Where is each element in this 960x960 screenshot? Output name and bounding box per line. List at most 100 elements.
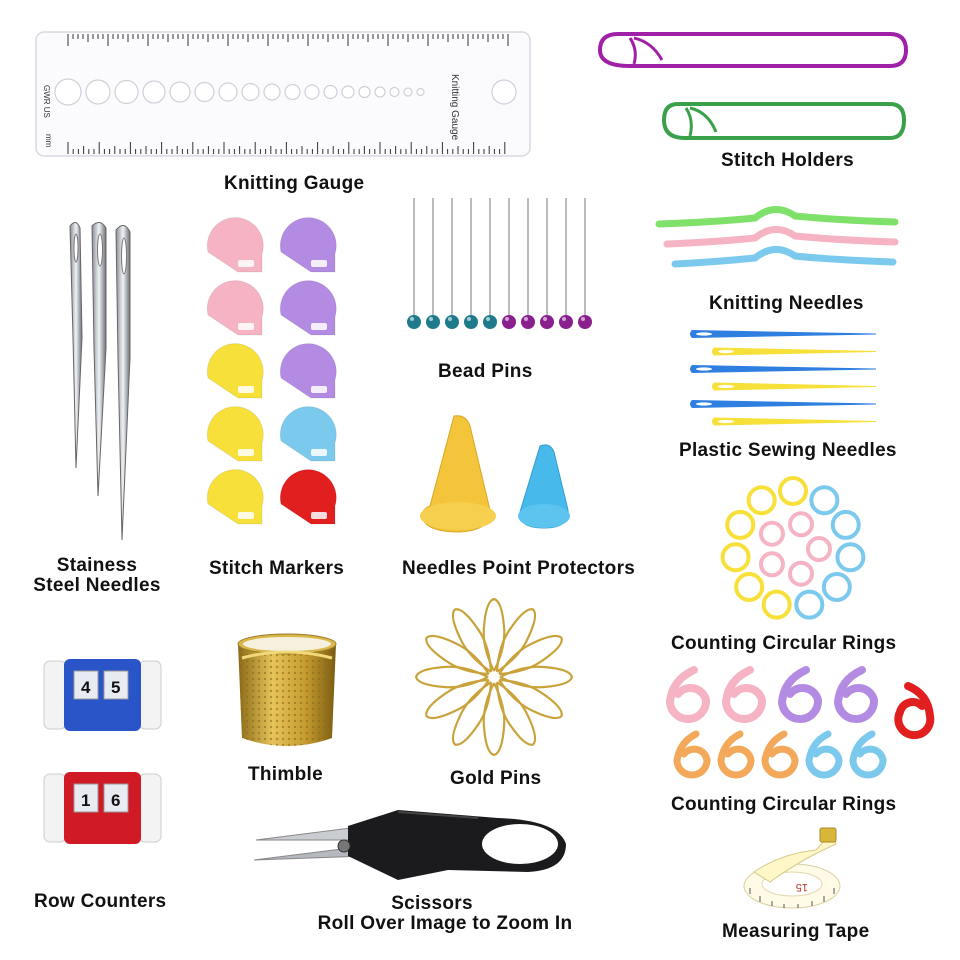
gauge-hole: [341, 85, 355, 99]
label-thimble: Thimble: [248, 764, 323, 785]
plastic-needle: [690, 330, 876, 338]
counting-rings-1-image: [718, 474, 868, 624]
plastic-needle: [690, 365, 876, 373]
row-counter-1-digit-1: 4: [81, 678, 91, 697]
stitch-marker: [206, 406, 264, 462]
gold-pin: [482, 597, 506, 672]
bead-pin-head: [521, 315, 535, 329]
counting-ring: [788, 511, 815, 538]
counting-ring: [809, 485, 840, 516]
split-ring: [717, 730, 755, 779]
stitch-marker: [279, 469, 337, 525]
counting-ring: [821, 571, 852, 602]
label-measuring-tape: Measuring Tape: [722, 921, 870, 942]
counting-ring: [761, 589, 792, 620]
row-counter-2-digit-2: 6: [111, 791, 120, 810]
gold-pin: [482, 682, 506, 757]
tape-number: 15: [796, 881, 808, 893]
bead-pin-head: [559, 315, 573, 329]
label-steel-needles-line1: Stainess: [56, 555, 138, 576]
stitch-markers-image: [198, 217, 358, 530]
bead-pin-head: [578, 315, 592, 329]
label-stitch-markers: Stitch Markers: [209, 558, 345, 579]
counting-ring: [758, 520, 785, 547]
bead-pin-head: [502, 315, 516, 329]
gauge-hole: [218, 82, 238, 102]
label-stitch-holders: Stitch Holders: [721, 150, 854, 171]
row-counter-1-digit-2: 5: [111, 678, 120, 697]
stitch-marker: [206, 217, 264, 273]
plastic-sewing-needles-image: [688, 322, 888, 432]
counting-ring: [734, 571, 765, 602]
stitch-marker: [279, 406, 337, 462]
gauge-hole: [416, 87, 425, 97]
counting-ring: [758, 551, 785, 578]
gauge-hole: [114, 79, 139, 105]
gauge-bottom-units: mm: [44, 134, 53, 148]
split-ring: [665, 666, 711, 724]
stitch-marker: [206, 280, 264, 336]
gauge-hole: [304, 84, 320, 100]
gold-pins-image: [404, 592, 584, 762]
gauge-hole: [54, 78, 82, 106]
label-row-counters: Row Counters: [34, 891, 167, 912]
row-counter-1: 4 5: [40, 655, 165, 735]
gauge-hole: [491, 79, 517, 105]
label-knitting-needles: Knitting Needles: [709, 293, 864, 314]
label-bead-pins: Bead Pins: [438, 361, 533, 382]
knitting-needles-image: [655, 196, 905, 281]
bead-pin-head: [483, 315, 497, 329]
measuring-tape-image: 15: [740, 824, 860, 916]
counting-ring: [778, 476, 808, 506]
gauge-hole: [241, 82, 260, 102]
thimble-image: [232, 628, 342, 758]
stitch-marker: [206, 343, 264, 399]
bead-pin-head: [540, 315, 554, 329]
label-knitting-gauge: Knitting Gauge: [224, 173, 365, 194]
gauge-hole: [169, 81, 191, 103]
split-ring: [894, 682, 935, 740]
bead-pins-image: [404, 196, 594, 336]
gauge-hole: [358, 85, 371, 99]
gauge-hole: [389, 86, 400, 98]
label-counting-rings-1: Counting Circular Rings: [671, 633, 897, 654]
plastic-needle: [712, 382, 876, 391]
split-ring: [673, 730, 711, 779]
counting-ring: [806, 536, 832, 562]
plastic-needle: [712, 417, 876, 426]
counting-ring: [794, 589, 825, 620]
stitch-marker: [279, 343, 337, 399]
gauge-hole: [142, 80, 166, 104]
bead-pin-head: [426, 315, 440, 329]
label-scissors: Scissors: [391, 893, 473, 914]
counting-rings-2-image: [662, 662, 942, 787]
gauge-top-units: GWR US: [42, 85, 51, 118]
counting-ring: [725, 509, 756, 540]
stitch-marker: [279, 217, 337, 273]
counting-ring: [720, 542, 751, 573]
steel-needles-image: [60, 218, 140, 548]
split-ring: [721, 666, 767, 724]
counting-ring: [746, 485, 777, 516]
gauge-hole: [374, 86, 386, 98]
plastic-needle: [690, 400, 876, 408]
split-ring: [761, 730, 799, 779]
gauge-hole: [263, 83, 281, 101]
stitch-marker: [279, 280, 337, 336]
label-counting-rings-2: Counting Circular Rings: [671, 794, 897, 815]
gauge-title: Knitting Gauge: [449, 74, 460, 141]
stitch-marker: [206, 469, 264, 525]
counting-ring: [830, 509, 861, 540]
label-plastic-sewing-needles: Plastic Sewing Needles: [679, 440, 897, 461]
plastic-needle: [712, 347, 876, 356]
row-counter-2: 1 6: [40, 768, 165, 848]
gold-pin: [414, 665, 489, 689]
split-ring: [805, 730, 843, 779]
stitch-holders-image: [590, 20, 910, 155]
row-counter-2-digit-1: 1: [81, 791, 90, 810]
gauge-hole: [194, 81, 215, 103]
label-gold-pins: Gold Pins: [450, 768, 542, 789]
split-ring: [849, 730, 887, 779]
split-ring: [777, 666, 823, 724]
bead-pin-head: [407, 315, 421, 329]
